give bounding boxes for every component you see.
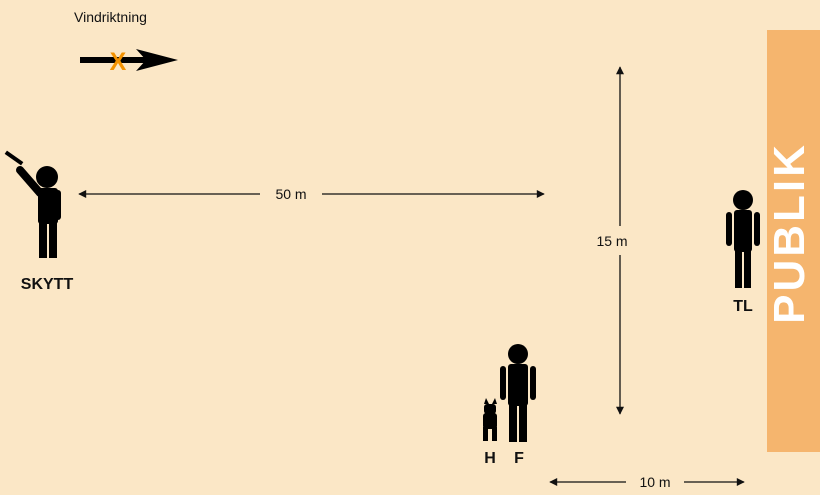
dog-label: H	[484, 450, 496, 467]
audience-label: PUBLIK	[765, 142, 814, 324]
audience-area	[767, 30, 820, 452]
wind-marker: X	[110, 48, 127, 76]
wind-arrow-icon	[80, 49, 178, 71]
wind-direction-label: Vindriktning	[74, 9, 147, 25]
shooter-icon	[4, 150, 61, 258]
judge-icon	[726, 190, 760, 288]
distance-15m-label: 15 m	[596, 233, 627, 249]
distance-50m-label: 50 m	[275, 186, 306, 202]
dog-icon	[483, 398, 497, 441]
handler-label: F	[514, 450, 524, 467]
handler-icon	[500, 344, 536, 442]
shooter-label: SKYTT	[21, 276, 74, 293]
distance-10m-label: 10 m	[639, 474, 670, 490]
judge-label: TL	[733, 298, 753, 315]
